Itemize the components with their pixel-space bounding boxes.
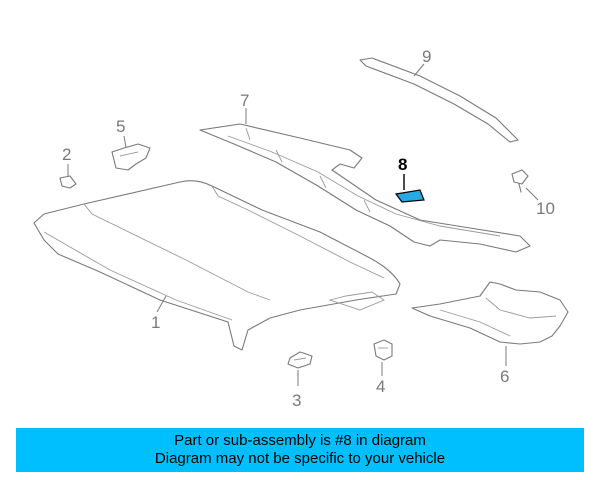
leader-9 xyxy=(413,63,425,77)
part-1-rear-panel xyxy=(33,180,401,351)
callout-4: 4 xyxy=(376,377,385,396)
callout-10: 10 xyxy=(536,199,555,218)
callout-9: 9 xyxy=(422,47,431,66)
leader-5 xyxy=(123,135,127,149)
callout-3: 3 xyxy=(292,391,301,410)
callout-8: 8 xyxy=(398,155,407,174)
part-7-upper-molding xyxy=(199,123,531,253)
part-9-strip xyxy=(359,57,519,143)
parts-diagram: 1 2 3 4 5 6 7 8 9 10 xyxy=(33,47,569,410)
callout-7: 7 xyxy=(240,91,249,110)
part-6-lower-trim xyxy=(411,281,569,345)
part-8-shape xyxy=(394,189,425,203)
callout-1: 1 xyxy=(151,313,160,332)
part-5-bracket xyxy=(111,143,151,171)
part-2-clip xyxy=(59,175,77,189)
part-10-push-pin xyxy=(511,169,529,193)
part-3-retainer xyxy=(287,351,313,369)
callout-5: 5 xyxy=(116,117,125,136)
callout-2: 2 xyxy=(62,145,71,164)
callout-6: 6 xyxy=(500,367,509,386)
leader-10 xyxy=(525,187,539,201)
part-4-fastener xyxy=(373,339,393,361)
leader-1 xyxy=(156,295,167,313)
info-banner: Part or sub-assembly is #8 in diagram Di… xyxy=(16,428,584,472)
part-8-highlighted-clip xyxy=(394,189,425,203)
banner-line-1: Part or sub-assembly is #8 in diagram xyxy=(174,432,426,449)
banner-line-2: Diagram may not be specific to your vehi… xyxy=(154,450,446,467)
